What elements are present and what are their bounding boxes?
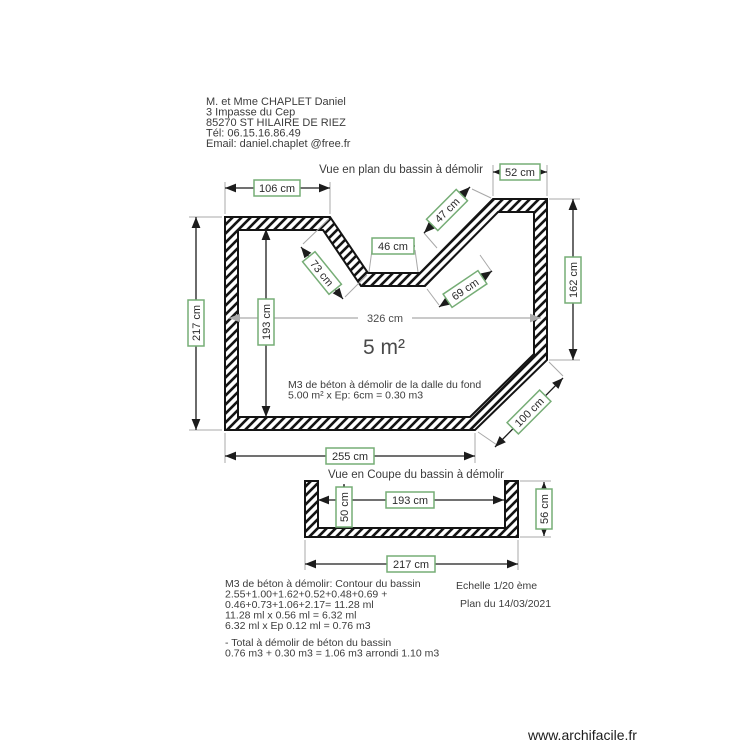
calc-line-4: 11.28 ml x 0.56 ml = 6.32 ml [225, 610, 356, 622]
dim-50-text: 50 cm [339, 492, 351, 522]
dim-46-label: 46 cm [371, 237, 415, 255]
dim-217-label: 217 cm [187, 299, 205, 347]
section-view-title: Vue en Coupe du bassin à démolir [328, 469, 504, 481]
dim-47-label: 47 cm [425, 188, 469, 232]
calc-line-1: M3 de béton à démolir: Contour du bassin [225, 578, 421, 590]
calc-total-line-1: - Total à démolir de béton du bassin [225, 637, 391, 649]
section-view: Vue en Coupe du bassin à démolir 50 cm 1… [304, 469, 553, 573]
footer-info: Echelle 1/20 ème Plan du 14/03/2021 www.… [456, 580, 637, 743]
plan-note-line1: M3 de béton à démolir de la dalle du fon… [288, 379, 481, 391]
dim-217-section-text: 217 cm [393, 559, 429, 571]
calculation-block: M3 de béton à démolir: Contour du bassin… [225, 578, 439, 660]
dim-255-text: 255 cm [332, 451, 368, 463]
dim-106-text: 106 cm [259, 183, 295, 195]
contact-name: M. et Mme CHAPLET Daniel [206, 96, 346, 108]
plan-area-label: 5 m² [363, 336, 405, 359]
dim-162-text: 162 cm [568, 262, 580, 298]
dim-326: 326 cm [229, 309, 541, 326]
dim-106-label: 106 cm [253, 179, 301, 197]
contact-phone: Tél: 06.15.16.86.49 [206, 128, 301, 140]
dim-193-section-label: 193 cm [385, 491, 435, 509]
calc-total-line-2: 0.76 m3 + 0.30 m3 = 1.06 m3 arrondi 1.10… [225, 648, 439, 660]
contact-block: M. et Mme CHAPLET Daniel 3 Impasse du Ce… [206, 96, 351, 150]
dim-100-label: 100 cm [506, 389, 552, 435]
calc-line-3: 0.46+0.73+1.06+2.17= 11.28 ml [225, 599, 374, 611]
plan-extension-lines [189, 165, 580, 463]
dim-56-text: 56 cm [539, 494, 551, 524]
contact-email: Email: daniel.chaplet @free.fr [206, 138, 351, 150]
dim-56-label: 56 cm [535, 488, 553, 530]
plan-date-label: Plan du 14/03/2021 [460, 598, 551, 610]
dim-193-plan-text: 193 cm [261, 304, 273, 340]
dim-52-text: 52 cm [505, 167, 535, 179]
dim-52-label: 52 cm [499, 163, 541, 181]
calc-line-5: 6.32 ml x Ep 0.12 ml = 0.76 m3 [225, 620, 371, 632]
dim-217-section-label: 217 cm [386, 555, 436, 573]
scale-label: Echelle 1/20 ème [456, 580, 537, 592]
contact-city: 85270 ST HILAIRE DE RIEZ [206, 117, 346, 129]
dim-326-text: 326 cm [367, 313, 403, 325]
dim-193-plan-label: 193 cm [257, 298, 275, 346]
plan-note-line2: 5.00 m² x Ep: 6cm = 0.30 m3 [288, 390, 423, 402]
dim-193-section-text: 193 cm [392, 495, 428, 507]
plan-view: Vue en plan du bassin à démolir [187, 163, 582, 465]
contact-street: 3 Impasse du Cep [206, 107, 295, 119]
dim-217-text: 217 cm [191, 305, 203, 341]
plan-view-title: Vue en plan du bassin à démolir [319, 164, 483, 176]
calc-line-2: 2.55+1.00+1.62+0.52+0.48+0.69 + [225, 589, 387, 601]
dim-46-text: 46 cm [378, 241, 408, 253]
dim-326-gap [358, 309, 412, 326]
dim-50-label: 50 cm [335, 486, 353, 528]
dim-255-label: 255 cm [325, 447, 375, 465]
dim-162-label: 162 cm [564, 256, 582, 304]
watermark-link[interactable]: www.archifacile.fr [527, 727, 637, 743]
